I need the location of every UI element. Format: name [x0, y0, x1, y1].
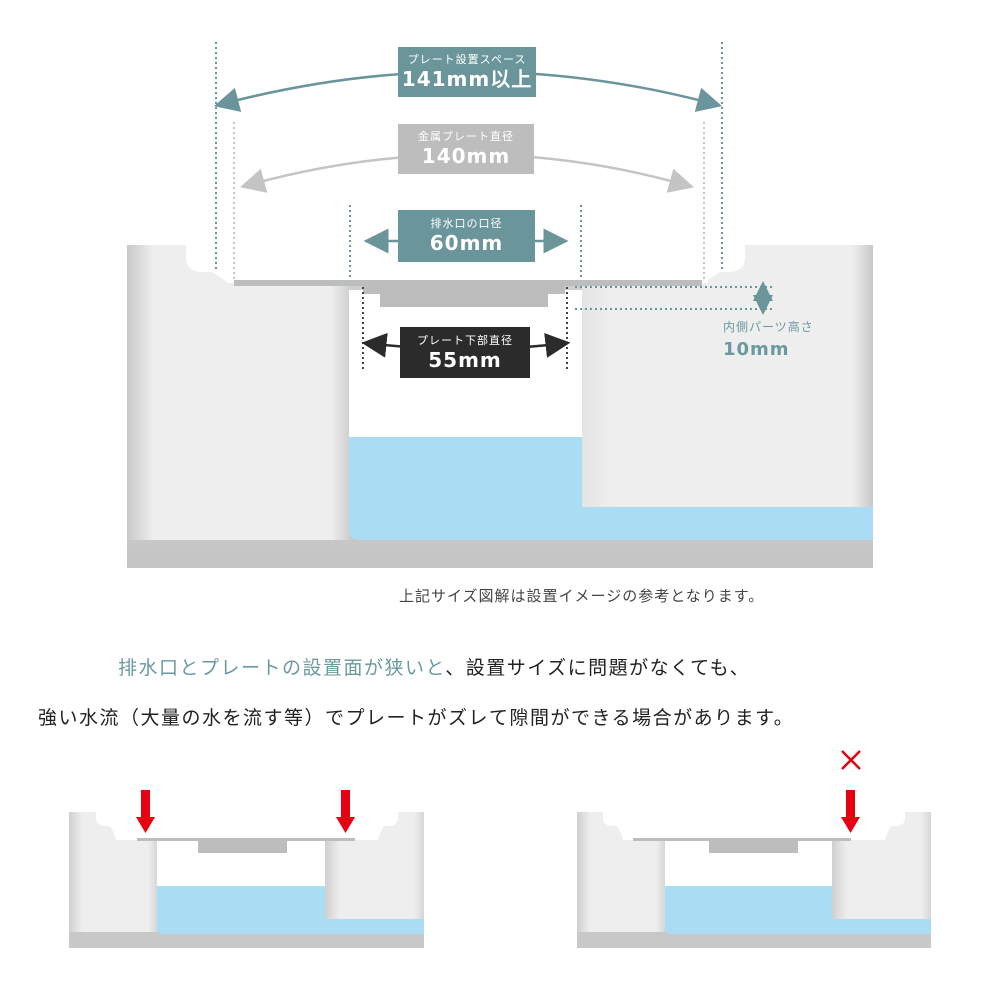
warning-line-1-rest: 、設置サイズに問題がなくても、	[445, 657, 751, 679]
main-diagram: プレート設置スペース 141mm以上 金属プレート直径 140mm 排水口の口径…	[127, 42, 873, 568]
red-arrow-down-icon	[841, 790, 860, 833]
drain-diameter-value: 60mm	[429, 231, 504, 255]
metal-plate-value: 140mm	[421, 144, 511, 168]
metal-plate-label: 金属プレート直径 140mm	[398, 124, 534, 174]
plate-bottom-caption: プレート下部直径	[417, 333, 513, 347]
plate-bottom-label: プレート下部直径 55mm	[400, 327, 530, 378]
cross-mark-icon	[841, 750, 861, 770]
example-good-diagram	[60, 770, 440, 960]
plate-bottom-value: 55mm	[428, 347, 502, 372]
red-arrow-down-icon	[136, 790, 155, 833]
main-diagram-graphic	[127, 42, 873, 568]
warning-line-1: 排水口とプレートの設置面が狭いと、設置サイズに問題がなくても、	[118, 653, 750, 680]
inner-part-height-label: 内側パーツ高さ 10mm	[723, 318, 814, 360]
reference-note: 上記サイズ図解は設置イメージの参考となります。	[399, 587, 765, 605]
example-bad-diagram	[570, 740, 950, 960]
warning-line-2: 強い水流（大量の水を流す等）でプレートがズレて隙間ができる場合があります。	[38, 707, 795, 729]
metal-plate-caption: 金属プレート直径	[418, 130, 514, 143]
drain-diameter-label: 排水口の口径 60mm	[398, 210, 535, 262]
drain-diameter-caption: 排水口の口径	[430, 217, 503, 230]
inner-part-height-caption: 内側パーツ高さ	[723, 320, 814, 334]
red-arrow-down-icon	[336, 790, 355, 833]
plate-space-label: プレート設置スペース 141mm以上	[398, 47, 536, 97]
warning-accent-text: 排水口とプレートの設置面が狭いと	[118, 657, 446, 679]
plate-space-caption: プレート設置スペース	[407, 53, 527, 66]
plate-space-value: 141mm以上	[401, 67, 533, 91]
inner-part-height-value: 10mm	[723, 339, 790, 360]
